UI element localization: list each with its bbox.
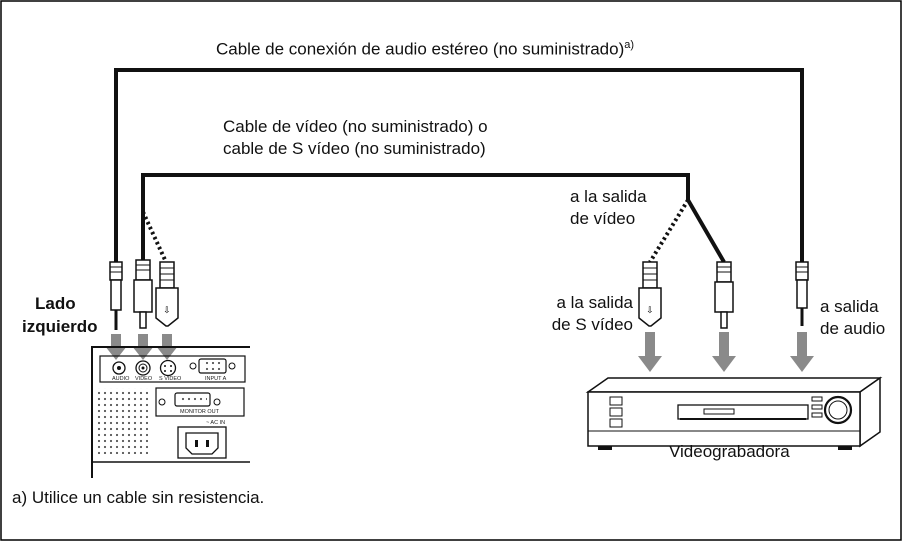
- vcr-icon: [585, 376, 883, 450]
- video-cable-label-line2: cable de S vídeo (no suministrado): [223, 139, 486, 158]
- left-side-label-line2: izquierdo: [22, 317, 98, 336]
- svideo-out-label-line1: a la salida: [556, 293, 633, 312]
- audio-out-label-line1: a salida: [820, 297, 879, 316]
- svideo-cable-left: [141, 211, 168, 263]
- audio-out-label-line2: de audio: [820, 319, 886, 338]
- panel-label-monitor-out: MONITOR OUT: [180, 409, 220, 415]
- footnote-marker: a): [624, 39, 635, 51]
- svg-text:⇩: ⇩: [646, 306, 654, 316]
- panel-label-audio: AUDIO: [112, 376, 130, 382]
- video-plug-left: [133, 259, 153, 329]
- video-cable: [141, 173, 726, 264]
- audio-plug-left: [109, 261, 123, 330]
- svideo-plug-right: ⇩: [638, 261, 662, 327]
- video-plug-right: [714, 261, 734, 329]
- video-cable-label-line1: Cable de vídeo (no suministrado) o: [223, 117, 488, 136]
- panel-label-video: VIDEO: [135, 376, 153, 382]
- panel-label-ac-in: ~ AC IN: [206, 420, 225, 426]
- footnote: a) Utilice un cable sin resistencia.: [12, 488, 265, 507]
- arrow-audio-right: [790, 332, 814, 372]
- video-out-label-line2: de vídeo: [570, 209, 636, 228]
- arrow-video-right: [712, 332, 736, 372]
- audio-plug-right: [795, 261, 809, 326]
- arrow-svideo-right: [638, 332, 662, 372]
- vcr-label: Videograbadora: [669, 442, 790, 461]
- svideo-jack: [159, 359, 177, 377]
- ac-inlet: [177, 426, 227, 459]
- svideo-plug-left: ⇩: [155, 261, 179, 327]
- panel-label-svideo: S VIDEO: [159, 376, 182, 382]
- panel-label-input-a: INPUT A: [205, 376, 227, 382]
- left-side-label-line1: Lado: [35, 294, 76, 313]
- speaker-grille: [96, 388, 148, 454]
- audio-cable: [114, 68, 804, 280]
- video-out-label-line1: a la salida: [570, 187, 647, 206]
- audio-cable-label: Cable de conexión de audio estéreo (no s…: [216, 34, 634, 61]
- svideo-out-label-line2: de S vídeo: [551, 315, 633, 334]
- audio-cable-text: Cable de conexión de audio estéreo (no s…: [216, 39, 625, 59]
- svideo-cable-right: [648, 198, 690, 264]
- svg-text:⇩: ⇩: [163, 306, 171, 316]
- projector-side-panel: AUDIO VIDEO S VIDEO INPUT A MONITOR OUT …: [91, 346, 250, 478]
